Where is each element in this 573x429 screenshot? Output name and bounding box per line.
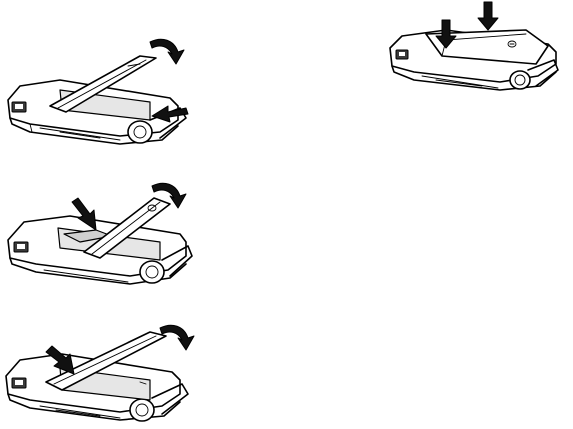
step-1-illustration bbox=[0, 28, 200, 158]
step-2-illustration bbox=[0, 178, 200, 298]
remove-battery-door-icon bbox=[0, 28, 200, 158]
step-4-illustration bbox=[386, 0, 561, 100]
insert-battery-icon bbox=[0, 318, 200, 429]
insert-sim-card-icon bbox=[0, 178, 200, 298]
step-3-illustration bbox=[0, 318, 200, 429]
replace-battery-door-icon bbox=[386, 0, 561, 100]
